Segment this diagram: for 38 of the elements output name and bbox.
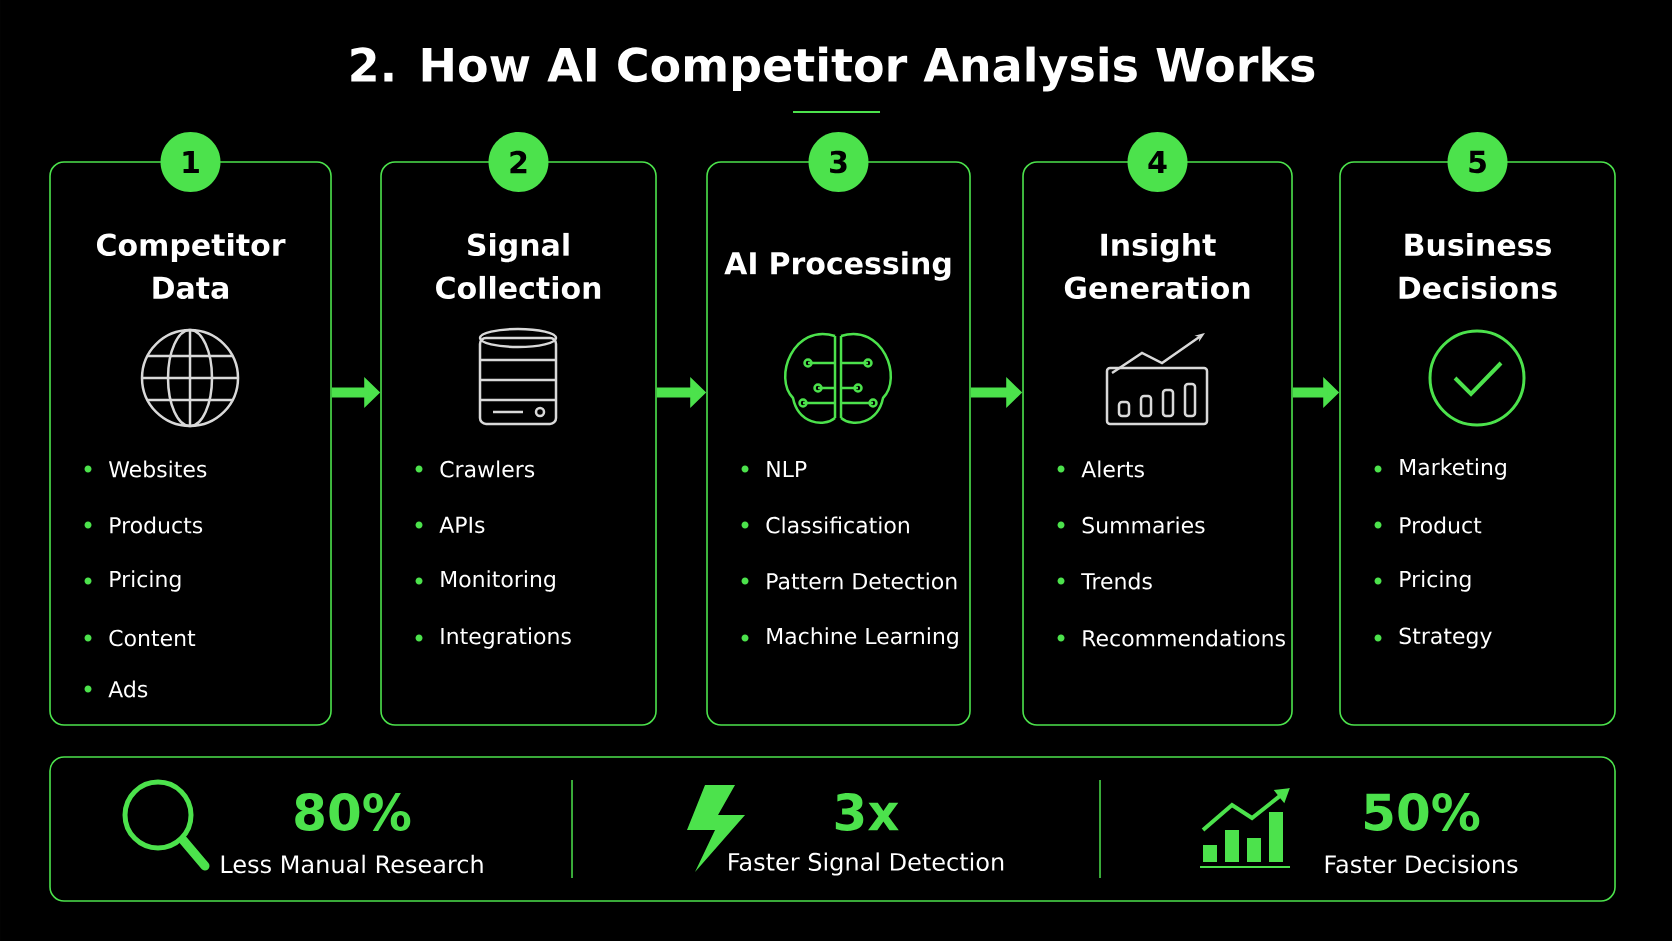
title: 2. How AI Competitor Analysis Works [351,46,1315,92]
bullet-item: Recommendations [1057,629,1285,647]
bullet-item: Integrations [415,627,571,649]
bullet-item: Pricing [84,570,181,592]
stat-label: Faster Signal Detection [729,852,1004,876]
card-title: AI Processing [724,251,951,281]
card-title: Business Decisions [1399,232,1557,300]
stat-label: Less Manual Research [221,854,483,874]
bullet-item: NLP [741,460,807,477]
bullet-item: Classification [741,516,909,534]
bullet-item: APIs [415,516,485,534]
bullet-item: Strategy [1374,627,1492,649]
bullet-item: Crawlers [415,460,535,478]
bullet-item: Marketing [1374,458,1506,480]
number-badge: 5 [1447,132,1508,192]
stat-value: 80% [295,793,411,831]
stat-value: 50% [1365,793,1480,831]
stat-value: 3x [835,793,899,831]
bullet-item: Products [84,516,203,534]
bullet-item: Machine Learning [741,627,958,649]
bullet-item: Ads [84,680,148,698]
bullet-item: Monitoring [415,570,555,592]
card-title: Signal Collection [436,232,601,300]
bullet-item: Trends [1057,572,1152,590]
number-badge: 1 [160,132,221,192]
bullet-item: Product [1374,516,1482,534]
card-title: Insight Generation [1064,232,1250,300]
bullet-item: Content [84,629,196,647]
number-badge: 4 [1127,132,1188,192]
number-badge: 3 [808,132,869,192]
bullet-item: Summaries [1057,516,1205,534]
bullet-item: Pattern Detection [741,572,957,590]
stat-label: Faster Decisions [1325,854,1518,874]
bullet-item: Alerts [1057,460,1144,478]
card-title: Competitor Data [96,232,286,300]
bullet-item: Pricing [1374,570,1471,592]
number-badge: 2 [488,132,549,192]
bullet-item: Websites [84,460,207,478]
